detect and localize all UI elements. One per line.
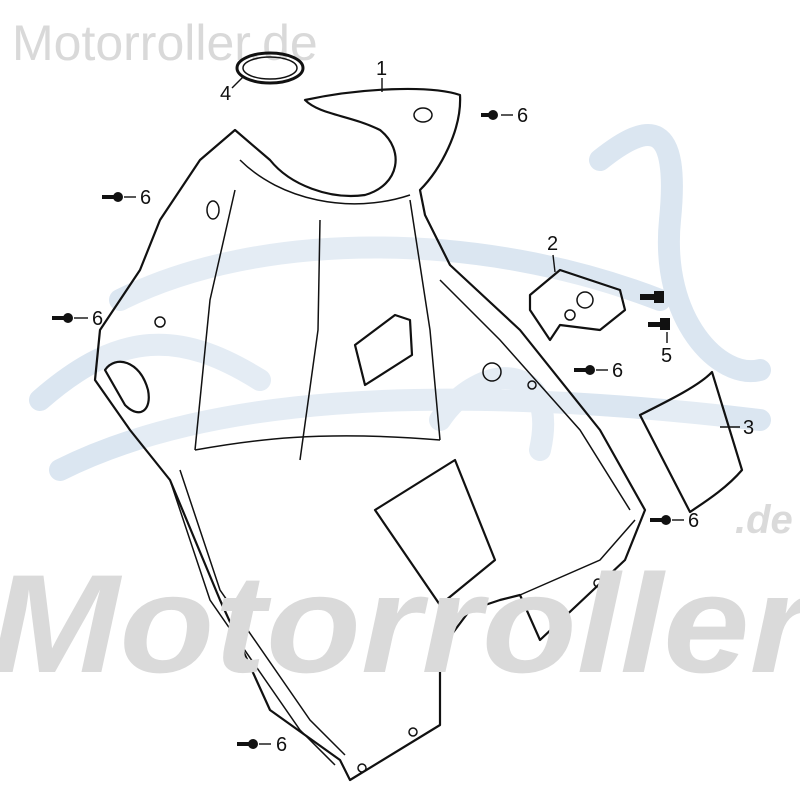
callout-6: 6: [517, 105, 528, 127]
callout-6: 6: [688, 510, 699, 532]
callout-6: 6: [276, 734, 287, 756]
panel-latch: [353, 313, 414, 387]
screw-icon: [481, 110, 513, 120]
screw-icon: [650, 515, 684, 525]
watermark-bottom: Motorroller: [0, 545, 800, 702]
callout-6: 6: [92, 308, 103, 330]
bolt-part: [640, 291, 670, 343]
watermark-scooter-logo: [29, 124, 771, 481]
callout-1: 1: [376, 58, 387, 80]
panel-vent: [103, 360, 150, 414]
watermark-top: Motorroller.de: [12, 15, 318, 71]
callout-5: 5: [661, 345, 672, 367]
callout-6: 6: [140, 187, 151, 209]
callout-2: 2: [547, 233, 558, 255]
callout-4: 4: [220, 83, 231, 105]
panel-opening: [373, 458, 497, 607]
screw-icon: [52, 313, 88, 323]
cover-plate-part: [638, 370, 744, 514]
ring-part: [231, 51, 305, 89]
screw-icon: [237, 739, 271, 749]
front-panel-part: [93, 87, 647, 782]
bracket-part: [528, 254, 627, 342]
screw-icon: [574, 365, 608, 375]
callout-3: 3: [743, 417, 754, 439]
watermark-suffix: .de: [735, 498, 793, 542]
callout-6: 6: [612, 360, 623, 382]
screw-icon: [102, 192, 136, 202]
